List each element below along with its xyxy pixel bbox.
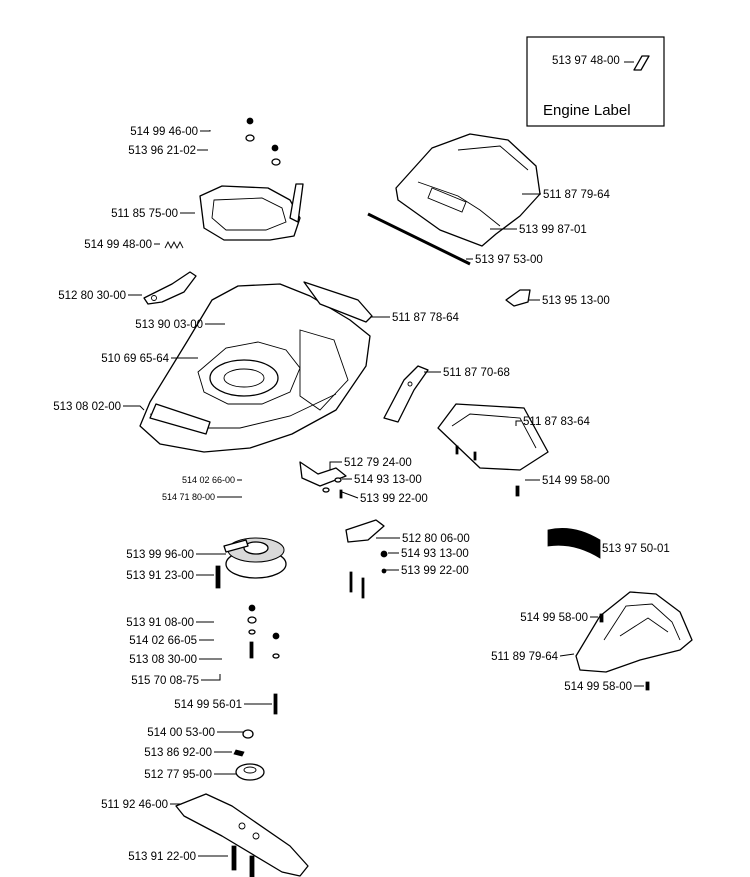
callout-514-99-56-01: 514 99 56-01 [174,699,242,711]
callout-514-99-58-00: 514 99 58-00 [542,475,610,487]
callout-511-87-70-68: 511 87 70-68 [443,367,510,379]
callout-514-00-53-00: 514 00 53-00 [147,727,215,739]
callout-513-91-23-00: 513 91 23-00 [126,570,194,582]
callout-513-90-03-00: 513 90 03-00 [135,319,203,331]
callout-513-99-87-01: 513 99 87-01 [519,224,587,236]
engine-label-icon [633,55,650,71]
callout-514-02-66-00: 514 02 66-00 [182,475,235,485]
callout-513-95-13-00: 513 95 13-00 [542,295,610,307]
callout-513-99-96-00: 513 99 96-00 [126,549,194,561]
part-callouts: 514 99 46-00 513 96 21-02 511 85 75-00 5… [53,126,670,863]
callout-513-99-22-00-lower: 513 99 22-00 [401,565,469,577]
callout-513-99-22-00: 513 99 22-00 [360,493,428,505]
callout-512-79-24-00: 512 79 24-00 [344,457,412,469]
callout-510-69-65-64: 510 69 65-64 [101,353,169,365]
callout-513-96-21-02: 513 96 21-02 [128,145,196,157]
callout-512-77-95-00: 512 77 95-00 [144,769,212,781]
callout-514-02-66-05: 514 02 66-05 [129,635,197,647]
part-drawings [139,117,693,877]
callout-513-86-92-00: 513 86 92-00 [144,747,212,759]
callout-511-87-83-64: 511 87 83-64 [523,416,591,428]
callout-513-91-08-00: 513 91 08-00 [126,617,194,629]
callout-514-99-58-00-chute: 514 99 58-00 [520,612,588,624]
callout-512-80-06-00: 512 80 06-00 [402,533,470,545]
callout-511-89-79-64: 511 89 79-64 [491,651,559,663]
callout-514-99-48-00: 514 99 48-00 [84,239,152,251]
callout-512-80-30-00: 512 80 30-00 [58,290,126,302]
callout-511-87-78-64: 511 87 78-64 [392,312,460,324]
callout-513-97-50-01: 513 97 50-01 [602,543,670,555]
callout-514-93-13-00: 514 93 13-00 [354,474,422,486]
callout-511-87-79-64: 511 87 79-64 [543,189,611,201]
callout-513-97-53-00: 513 97 53-00 [475,254,543,266]
callout-514-71-80-00: 514 71 80-00 [162,492,215,502]
engine-label-legend: 513 97 48-00 Engine Label [526,36,665,127]
callout-514-93-13-00-lower: 514 93 13-00 [401,548,469,560]
callout-513-08-30-00: 513 08 30-00 [129,654,197,666]
callout-513-08-02-00: 513 08 02-00 [53,401,121,413]
callout-511-85-75-00: 511 85 75-00 [111,208,178,220]
legend-label: Engine Label [543,102,631,119]
callout-514-99-46-00: 514 99 46-00 [130,126,198,138]
callout-513-91-22-00: 513 91 22-00 [128,851,196,863]
leader-lines [123,130,644,857]
callout-511-92-46-00: 511 92 46-00 [101,799,168,811]
callout-515-70-08-75: 515 70 08-75 [131,675,199,687]
callout-514-99-58-00-bottom: 514 99 58-00 [564,681,632,693]
legend-part-number: 513 97 48-00 [552,55,620,67]
